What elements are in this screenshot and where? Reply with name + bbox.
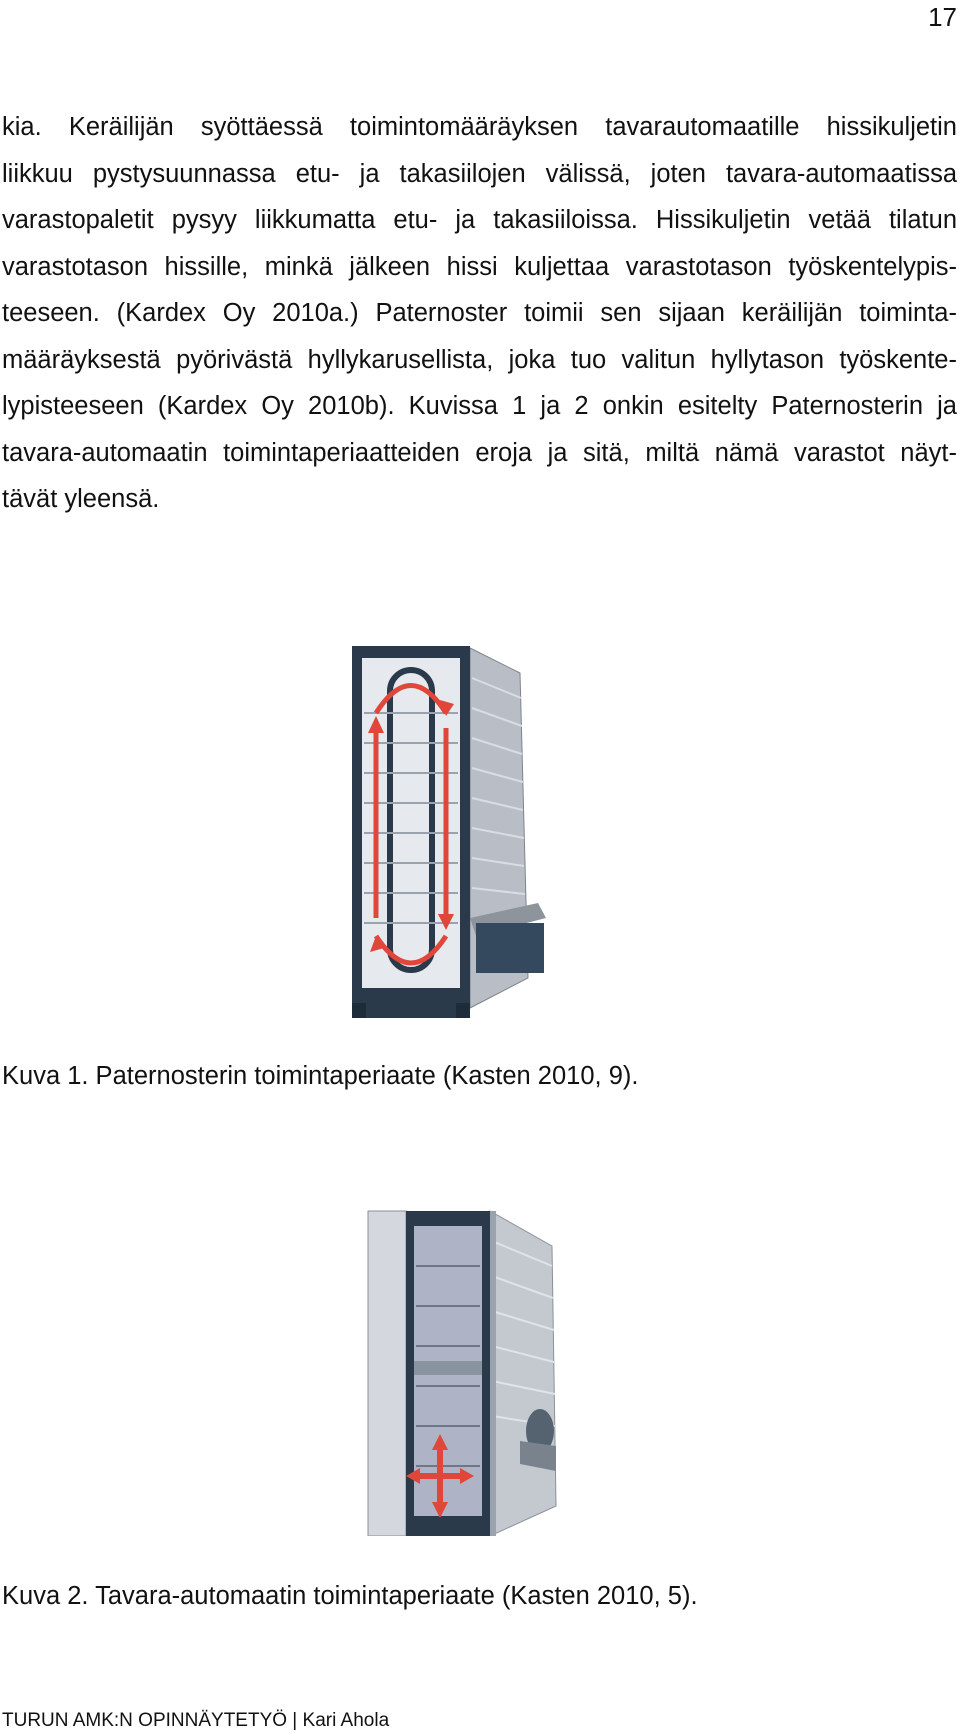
figure-caption-1: Kuva 1. Paternosterin toimintaperiaate (…	[2, 1062, 639, 1090]
vertical-lift-module-illustration	[367, 1210, 557, 1536]
paternoster-figure	[350, 618, 610, 1018]
paragraph-line: liikkuu pystysuunnassa etu- ja takasiilo…	[2, 159, 957, 188]
paternoster-carousel-illustration	[352, 646, 546, 1018]
paragraph-line: teeseen. (Kardex Oy 2010a.) Paternoster …	[2, 299, 957, 327]
page-number: 17	[928, 2, 957, 32]
paragraph-line: kia. Keräilijän syöttäessä toimintomäärä…	[2, 113, 957, 141]
page-footer: TURUN AMK:N OPINNÄYTETYÖ | Kari Ahola	[2, 1710, 390, 1731]
paragraph-line: tävät yleensä.	[2, 485, 160, 513]
paragraph-line: määräyksestä pyörivästä hyllykarusellist…	[2, 345, 957, 374]
paragraph-line: lypisteeseen (Kardex Oy 2010b). Kuvissa …	[2, 392, 957, 420]
figure-caption-2: Kuva 2. Tavara-automaatin toimintaperiaa…	[2, 1582, 698, 1610]
paragraph-line: varastotason hissille, minkä jälkeen his…	[2, 252, 957, 281]
lift-module-figure	[360, 1206, 600, 1536]
body-paragraph: kia. Keräilijän syöttäessä toimintomäärä…	[2, 104, 957, 523]
paragraph-line: tavara-automaatin toimintaperiaatteiden …	[2, 438, 957, 467]
paragraph-line: varastopaletit pysyy liikkumatta etu- ja…	[2, 206, 957, 234]
